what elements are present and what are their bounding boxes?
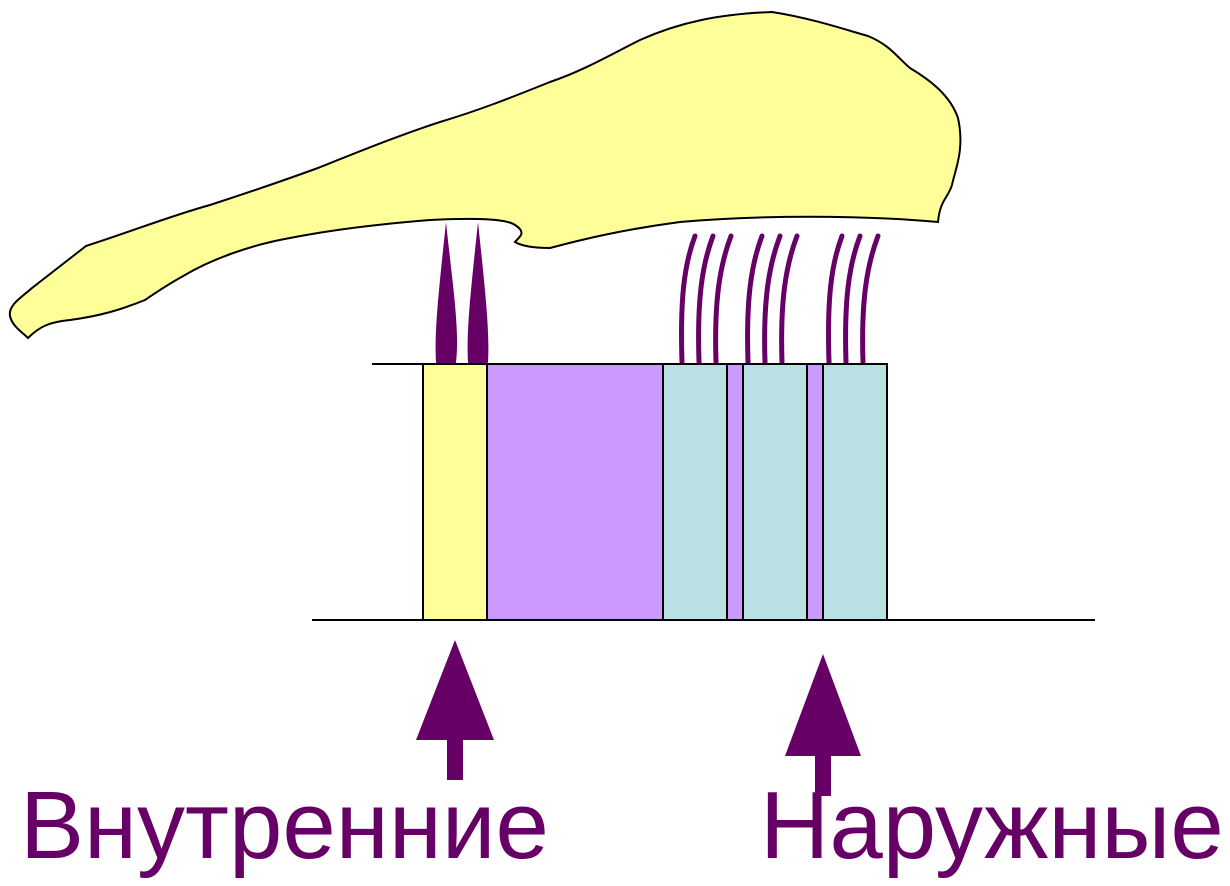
outer-hair-cells-label: Наружные [760,772,1224,879]
inner-hair-cell [435,222,458,370]
purple-segment [806,363,824,621]
outer-segment [742,363,808,621]
inner-hair-cells-label: Внутренние [20,772,549,879]
inner-hair-cell [467,222,489,370]
outer-hair-bundle [826,233,881,365]
outer-hair-bundle [745,233,800,365]
up-arrow-icon [785,654,861,796]
purple-segment [486,363,664,621]
outer-hair-bundle [679,233,734,365]
inner-segment [422,363,488,621]
purple-segment [726,363,744,621]
tectorial-membrane [8,10,962,340]
up-arrow-icon [416,640,494,780]
outer-segment [822,363,888,621]
outer-segment [662,363,728,621]
